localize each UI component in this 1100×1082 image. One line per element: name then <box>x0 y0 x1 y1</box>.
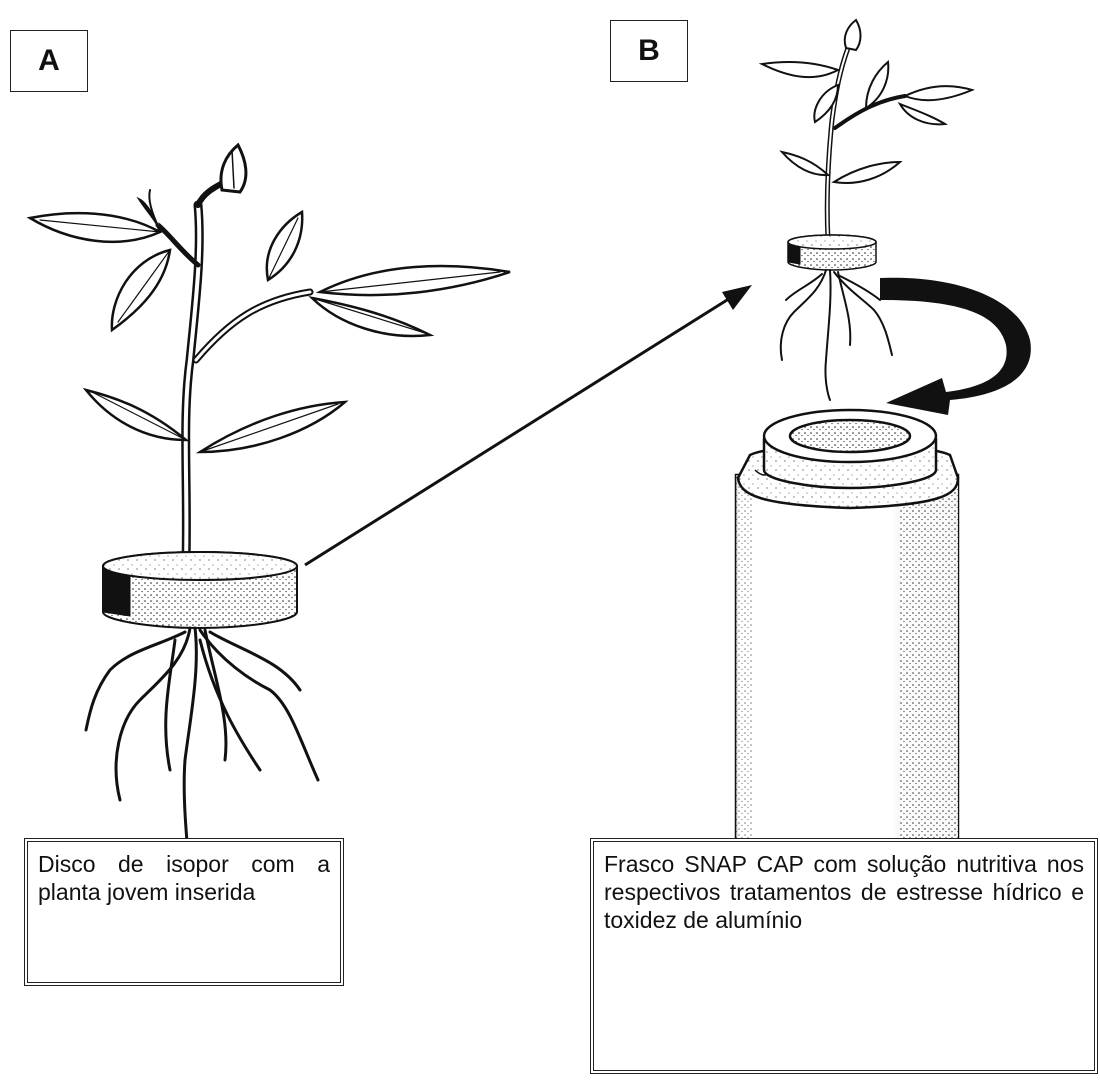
plant-a <box>30 145 510 878</box>
caption-foam-disc: Disco de isopor com a planta jovem inser… <box>24 838 344 986</box>
plant-b-leaves <box>762 62 972 183</box>
plant-b-foam-disc <box>788 235 876 270</box>
plant-b <box>762 20 972 400</box>
panel-label-a: A <box>10 30 88 92</box>
caption-snap-cap-jar: Frasco SNAP CAP com solução nutritiva no… <box>590 838 1098 1074</box>
curved-insert-arrow <box>880 278 1031 415</box>
panel-label-b: B <box>610 20 688 82</box>
plant-a-foam-disc <box>103 552 297 628</box>
plant-a-leaves <box>30 190 510 452</box>
plant-b-roots <box>781 270 892 400</box>
plant-b-bud <box>845 20 861 50</box>
